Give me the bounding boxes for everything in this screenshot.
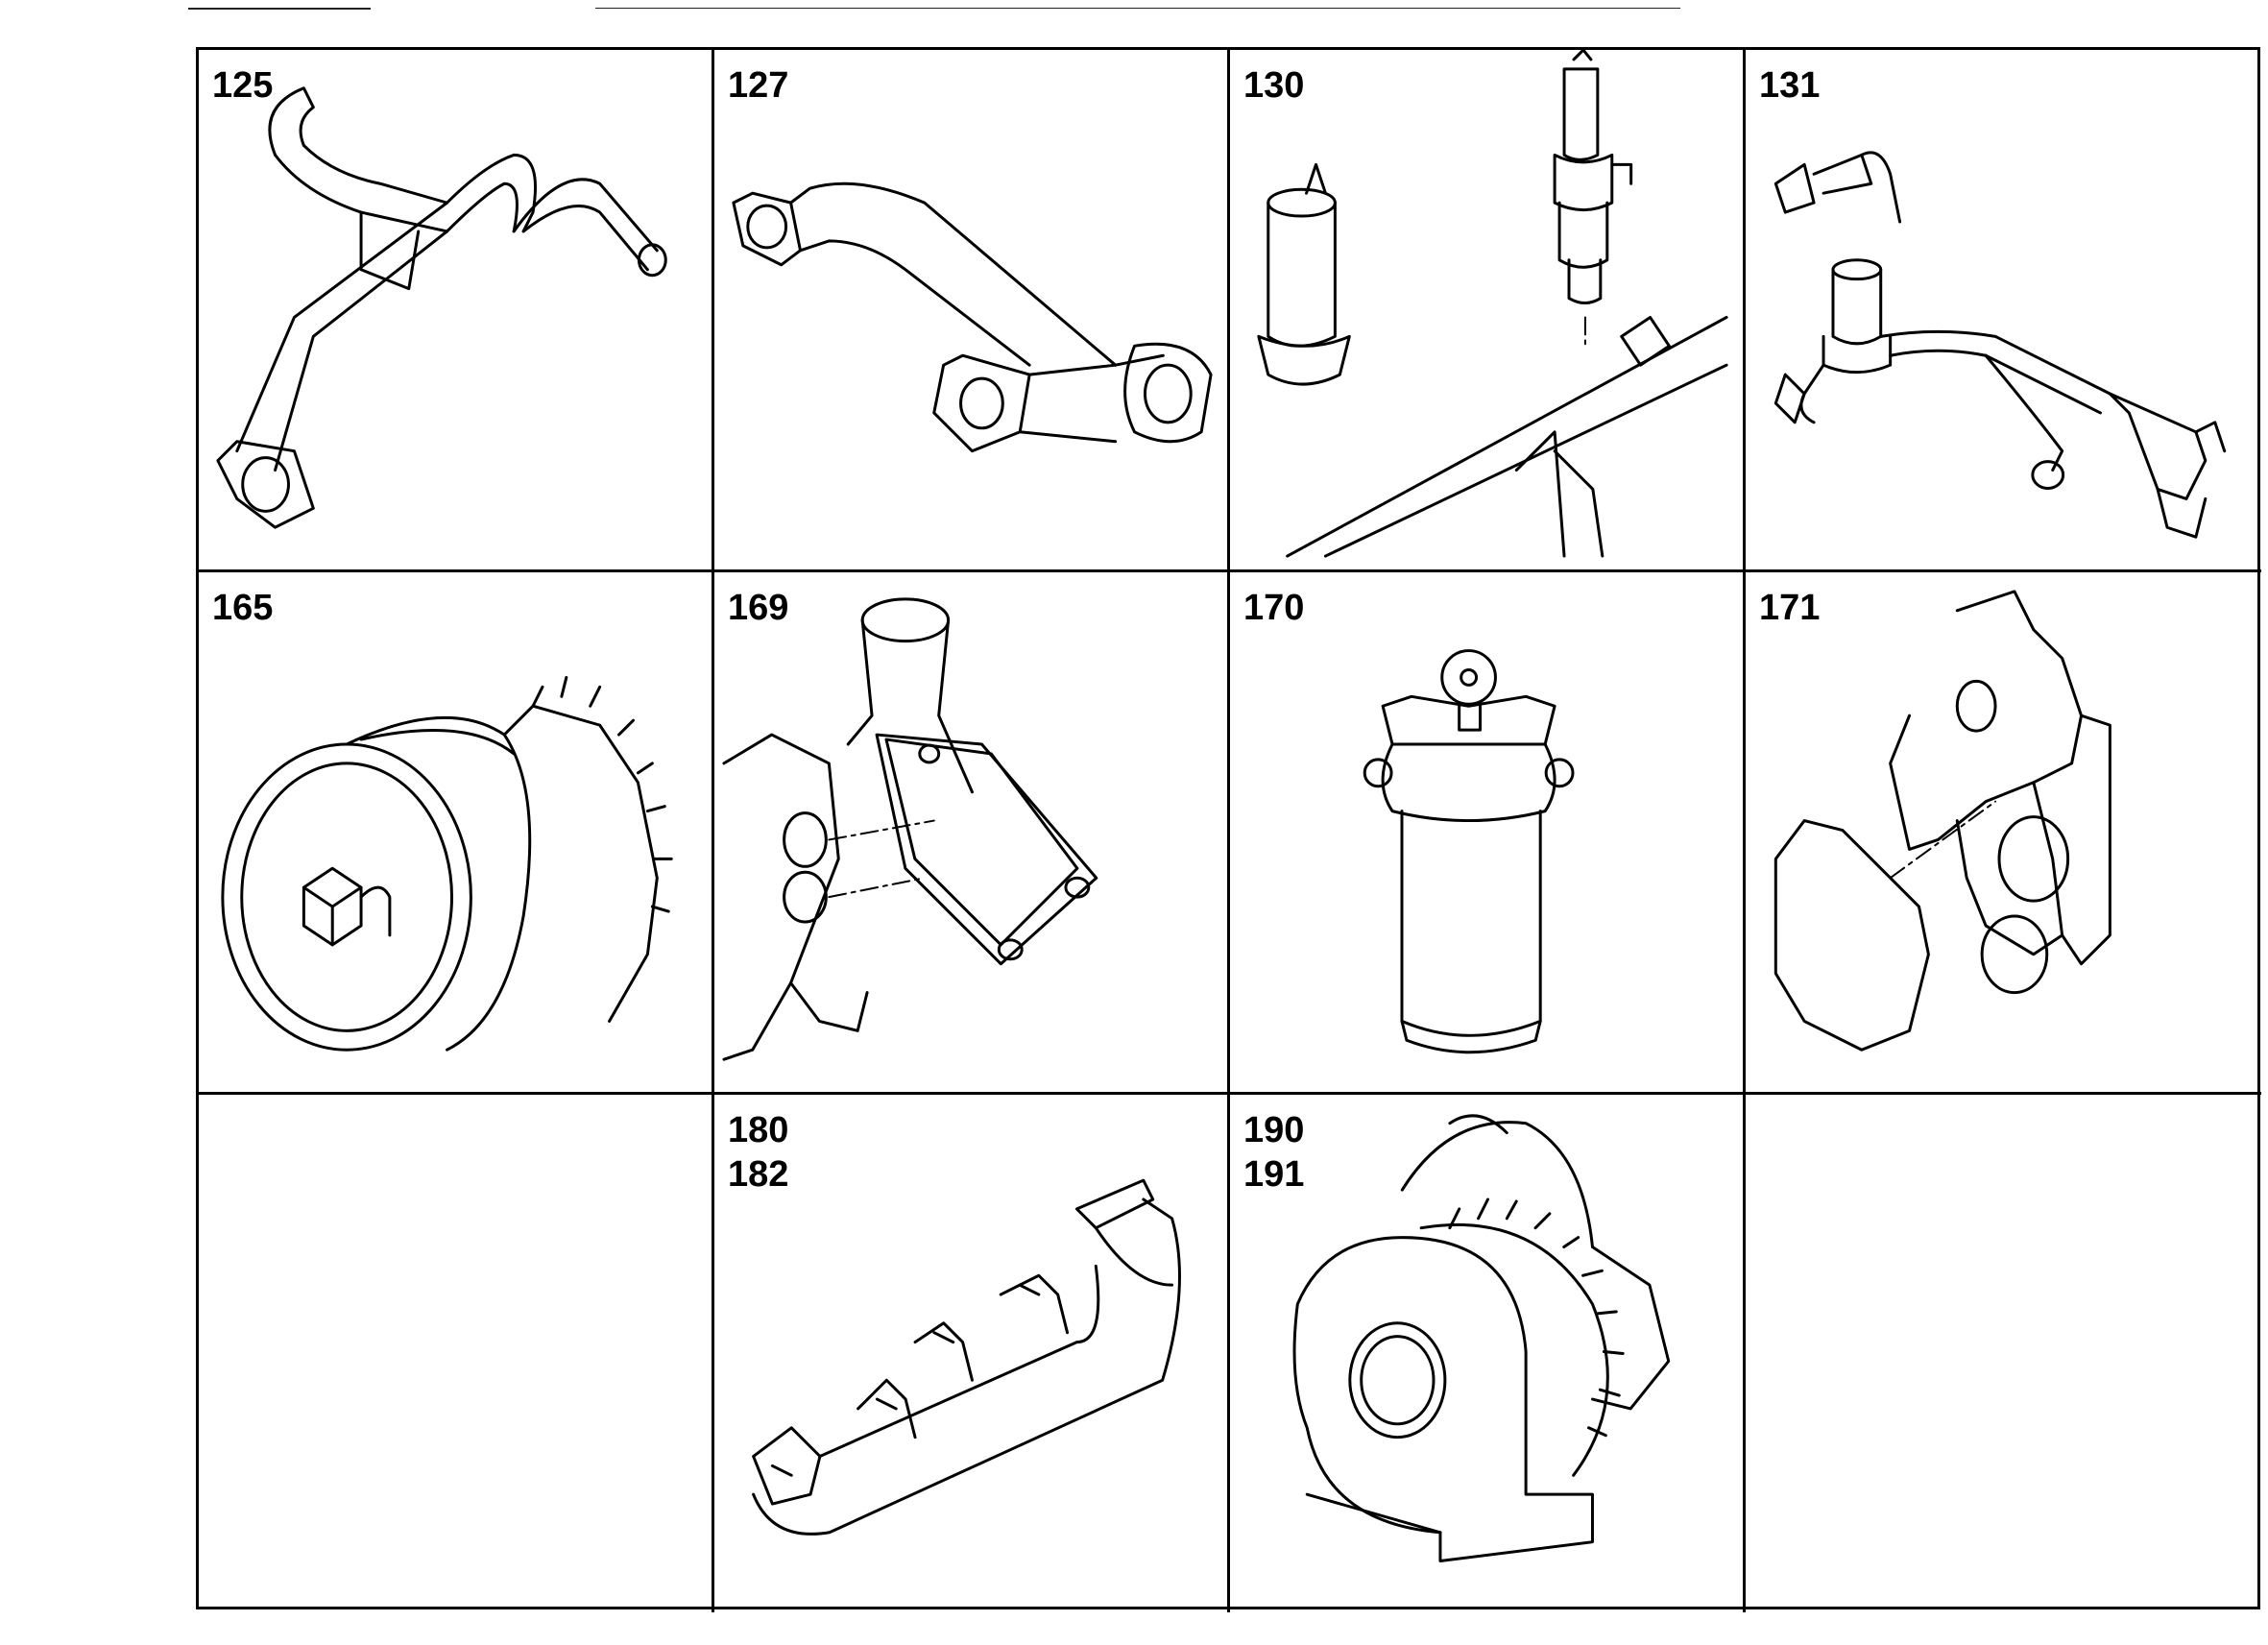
cell-165: 165 xyxy=(199,572,714,1095)
cell-169: 169 xyxy=(714,572,1230,1095)
cell-label: 180 xyxy=(728,1110,789,1150)
cell-empty-right xyxy=(1746,1095,2261,1612)
cell-label: 190 xyxy=(1243,1110,1305,1150)
turbocharger-icon xyxy=(1292,1114,1671,1562)
thermostat-housing-icon xyxy=(722,597,1098,1061)
cell-label: 169 xyxy=(728,588,789,628)
cell-190-191: 190 191 xyxy=(1230,1095,1746,1612)
cell-label: 127 xyxy=(728,65,789,106)
fuel-filter-icon xyxy=(1363,649,1575,1054)
exhaust-manifold-icon xyxy=(752,1178,1181,1536)
cell-empty-left xyxy=(199,1095,714,1612)
parts-grid: 125 127 xyxy=(196,47,2261,1612)
cell-label: 165 xyxy=(212,588,274,628)
cell-label: 182 xyxy=(728,1154,789,1195)
pulley-hub-icon xyxy=(221,675,673,1052)
cell-label: 131 xyxy=(1759,65,1821,106)
cell-label: 125 xyxy=(212,65,274,106)
cell-130: 130 xyxy=(1230,50,1746,572)
cell-170: 170 xyxy=(1230,572,1746,1095)
flanged-pipe-icon xyxy=(732,181,1213,453)
top-rule-left xyxy=(188,8,371,10)
cell-label: 191 xyxy=(1243,1154,1305,1195)
injector-and-filter-icon xyxy=(1257,50,1728,558)
cell-180-182: 180 182 xyxy=(714,1095,1230,1612)
cell-label: 171 xyxy=(1759,588,1821,628)
cell-171: 171 xyxy=(1746,572,2261,1095)
cell-label: 170 xyxy=(1243,588,1305,628)
timing-cover-icon xyxy=(1773,590,2111,1052)
cell-label: 130 xyxy=(1243,65,1305,106)
cell-127: 127 xyxy=(714,50,1230,572)
top-rule-right xyxy=(595,8,1680,9)
pipe-icon xyxy=(216,86,667,529)
cell-125: 125 xyxy=(199,50,714,572)
injection-lines-icon xyxy=(1773,151,2227,539)
cell-131: 131 xyxy=(1746,50,2261,572)
